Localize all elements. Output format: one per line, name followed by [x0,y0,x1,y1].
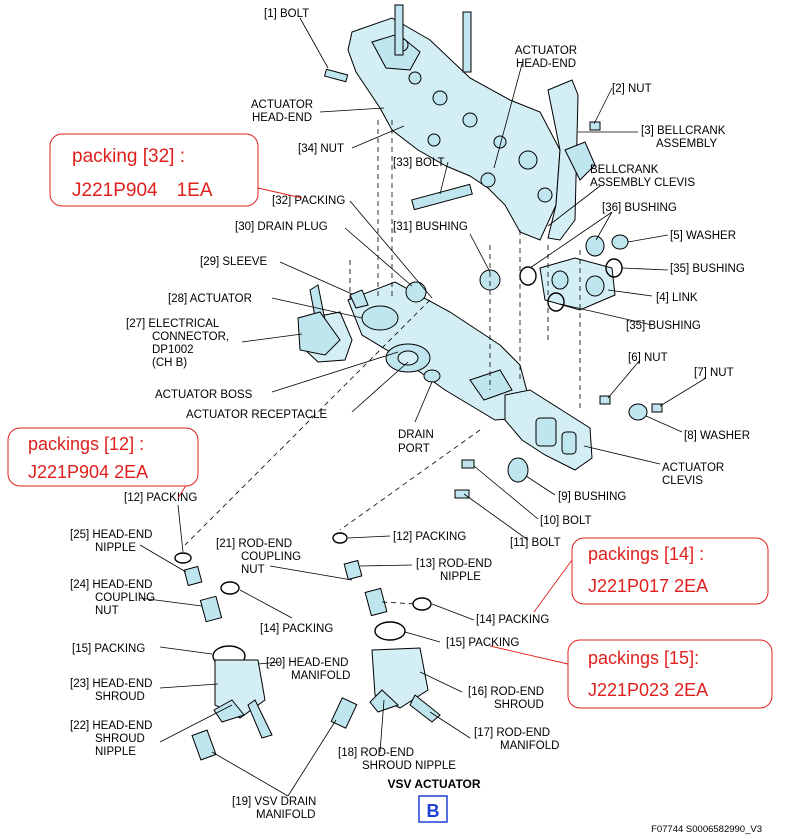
label-packing-15-left: [15] PACKING [72,643,145,655]
label-nut-2: [2] NUT [612,83,652,95]
label-bushing-35-top: [35] BUSHING [670,263,745,275]
label-sleeve-29: [29] SLEEVE [200,256,267,268]
label-vsv-drain-19-a: [19] VSV DRAIN [232,796,316,808]
label-packing-14-left: [14] PACKING [260,623,333,635]
label-bushing-31: [31] BUSHING [393,221,468,233]
label-nut-6: [6] NUT [628,352,668,364]
label-head-end-nipple-25-a: [25] HEAD-END [70,529,152,541]
label-bellcrank-3: [3] BELLCRANK [641,125,726,137]
label-packing-14-right: [14] PACKING [476,614,549,626]
label-head-end-shroud-23-b: SHROUD [95,691,145,703]
label-rod-end-shroud-16-b: SHROUD [494,699,544,711]
label-nut-34: [34] NUT [298,143,344,155]
annotation-packing-14-line2: J221P017 2EA [588,576,708,596]
annotation-packing-12: packings [12] : J221P904 2EA [7,427,199,499]
label-rod-end-nipple-13-b: NIPPLE [440,571,481,583]
label-elec-27-c: DP1002 [152,344,194,356]
callout-labels: [1] BOLT ACTUATOR HEAD-END [2] NUT [3] B… [70,8,750,821]
label-rod-end-manifold-17-a: [17] ROD-END [474,727,550,739]
annotation-packing-32-line1: packing [32] : [72,146,185,167]
label-bolt-10: [10] BOLT [540,515,592,527]
label-bushing-36: [36] BUSHING [602,202,677,214]
label-head-end-nipple-25-b: NIPPLE [95,542,136,554]
label-elec-27-d: (CH B) [152,357,187,369]
label-head-end-shroud-nipple-22-b: SHROUD [95,733,145,745]
label-elec-27-a: [27] ELECTRICAL [126,318,220,330]
bellcrank-bracket-art [347,4,596,241]
label-bushing-9: [9] BUSHING [558,491,626,503]
annotation-packing-14-line1: packings [14] : [588,544,704,564]
annotation-packing-15: packings [15]: J221P023 2EA [489,639,773,709]
label-elec-27-b: CONNECTOR, [152,331,229,343]
label-rod-end-coupling-21-b: COUPLING [241,551,301,563]
label-head-end-coupling-24-a: [24] HEAD-END [70,579,152,591]
diagram-title: VSV ACTUATOR [387,777,480,791]
label-packing-15-right: [15] PACKING [446,637,519,649]
label-drain-plug-30: [30] DRAIN PLUG [235,221,328,233]
label-bolt-1: [1] BOLT [264,8,309,20]
annotation-packing-15-line2: J221P023 2EA [588,680,708,700]
label-head-end-coupling-24-c: NUT [95,605,119,617]
label-rod-end-shroud-16-a: [16] ROD-END [468,686,544,698]
label-rod-end-shroud-nipple-18-a: [18] ROD-END [338,747,414,759]
label-washer-5: [5] WASHER [670,230,736,242]
head-end-fittings-art [174,552,273,761]
label-rod-end-coupling-21-a: [21] ROD-END [216,538,292,550]
actuator-clevis-art [454,389,593,499]
rod-end-fittings-art [330,532,441,729]
view-badge: B [427,801,440,821]
actuator-body-art [299,281,529,421]
label-rod-end-shroud-nipple-18-b: SHROUD NIPPLE [362,760,456,772]
label-actuator-clevis-b: CLEVIS [662,475,703,487]
label-actuator-boss: ACTUATOR BOSS [155,389,253,401]
label-bellcrank-3-2: ASSEMBLY [656,138,717,150]
label-packing-12-lower: [12] PACKING [393,531,466,543]
label-actuator-head-end-top-2: HEAD-END [516,58,576,70]
figure-id: F07744 S0006582990_V3 [651,824,762,835]
label-washer-8: [8] WASHER [684,430,750,442]
label-actuator-head-end-top: ACTUATOR [515,45,577,57]
label-drain-port-b: PORT [398,443,430,455]
label-head-end-shroud-nipple-22-a: [22] HEAD-END [70,720,152,732]
label-bellcrank-clevis-2: ASSEMBLY CLEVIS [590,177,695,189]
label-bolt-11: [11] BOLT [510,537,561,549]
label-actuator-clevis-a: ACTUATOR [662,462,724,474]
annotation-packing-12-line2: J221P904 2EA [28,462,148,482]
label-rod-end-manifold-17-b: MANIFOLD [500,740,559,752]
leader-lines [139,17,707,797]
label-actuator-receptacle: ACTUATOR RECEPTACLE [186,409,328,421]
label-rod-end-coupling-21-c: NUT [241,564,265,576]
label-actuator-28: [28] ACTUATOR [168,293,252,305]
annotation-packing-32-line2: J221P904 1EA [72,180,213,201]
label-packing-12-upper: [12] PACKING [124,492,197,504]
alignment-lines [184,120,581,605]
label-head-end-coupling-24-b: COUPLING [95,592,155,604]
label-head-end-shroud-nipple-22-c: NIPPLE [95,746,136,758]
annotation-packing-32: packing [32] : J221P904 1EA [49,133,303,207]
annotation-packing-12-line1: packings [12] : [28,434,144,454]
label-bellcrank-clevis: BELLCRANK [590,164,659,176]
label-drain-port-a: DRAIN [398,429,434,441]
label-head-end-manifold-20-b: MANIFOLD [291,670,350,682]
label-rod-end-nipple-13-a: [13] ROD-END [416,558,492,570]
annotation-packing-14: packings [14] : J221P017 2EA [533,537,769,613]
label-head-end-shroud-23-a: [23] HEAD-END [70,678,152,690]
view-badge-frame [418,795,448,823]
annotation-packing-15-line1: packings [15]: [588,648,699,668]
label-actuator-head-end-left-2: HEAD-END [252,112,312,124]
label-bolt-33: [33] BOLT [393,157,445,169]
link-art [297,68,663,421]
label-packing-32: [32] PACKING [272,195,345,207]
label-vsv-drain-19-b: MANIFOLD [256,809,315,821]
label-nut-7: [7] NUT [694,367,734,379]
label-actuator-head-end-left: ACTUATOR [251,99,313,111]
label-head-end-manifold-20-a: [20] HEAD-END [266,657,348,669]
label-link-4: [4] LINK [656,292,698,304]
label-bushing-35-bottom: [35] BUSHING [626,320,701,332]
